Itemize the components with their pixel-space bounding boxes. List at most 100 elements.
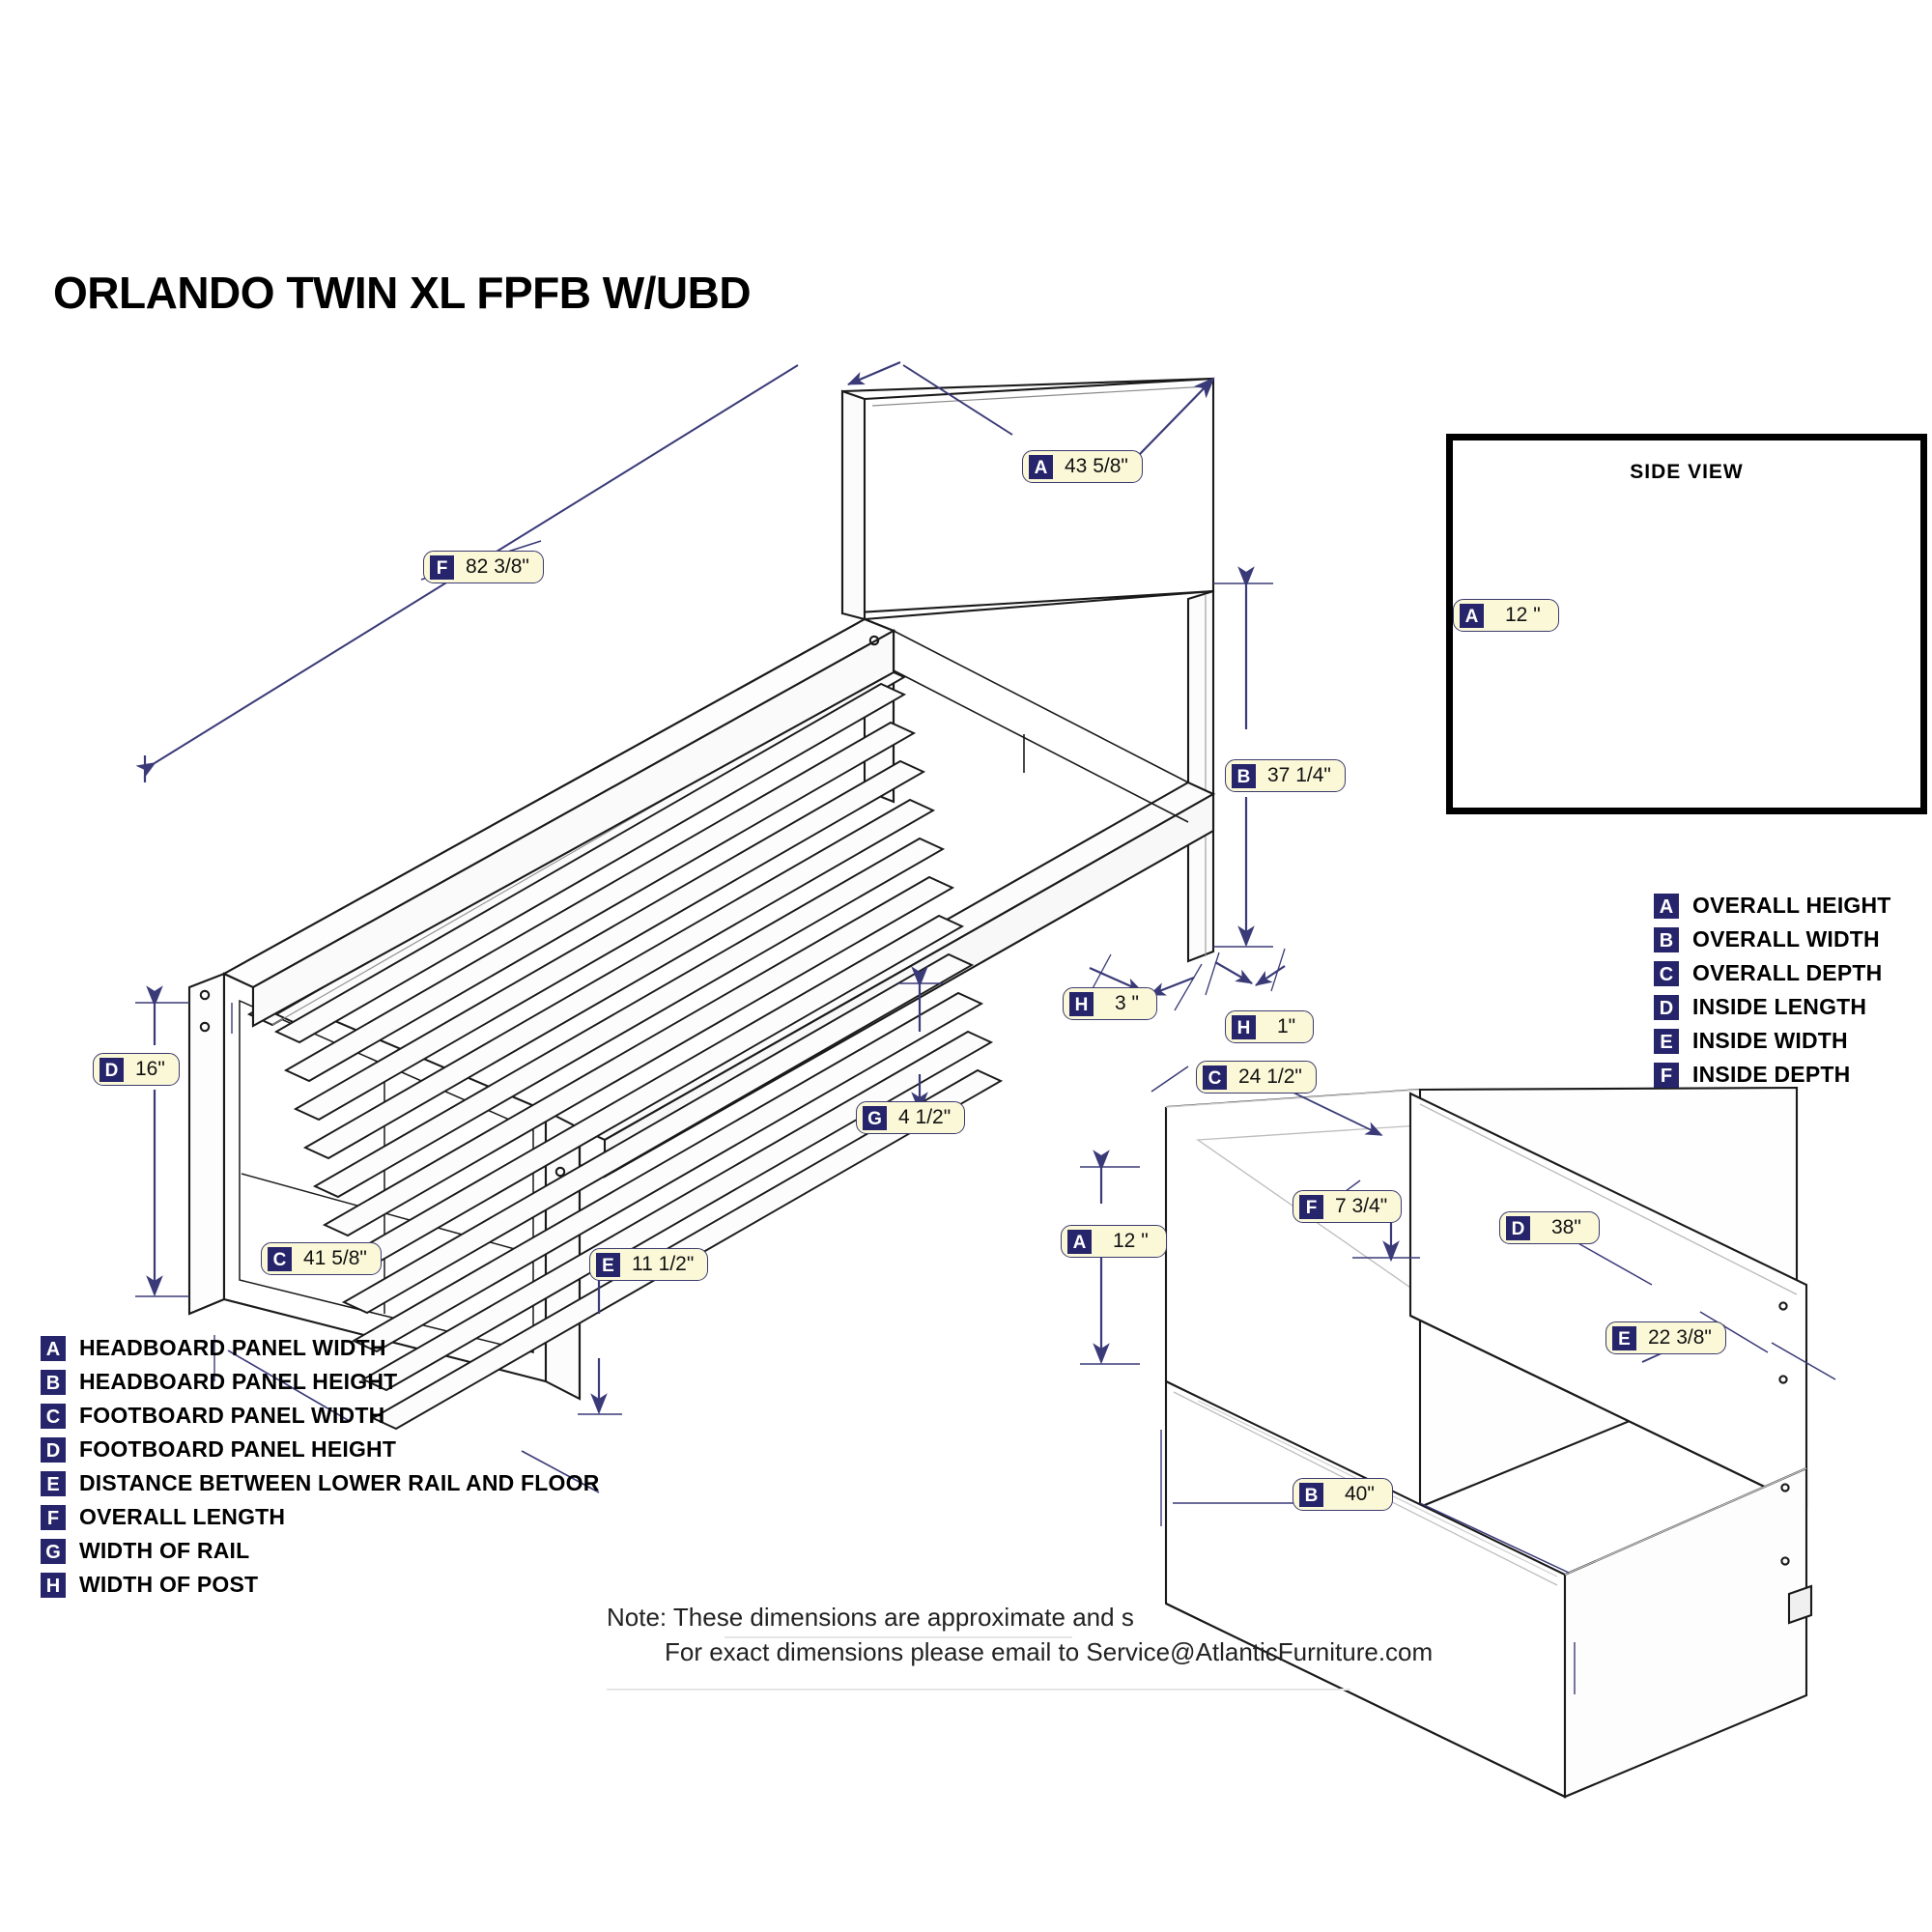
callout-bed-b: B 37 1/4" [1225,759,1346,792]
callout-side-a: A 12 " [1453,599,1559,632]
callout-value: 12 " [1113,1230,1149,1252]
callout-value: 37 1/4" [1267,764,1331,786]
legend-label: HEADBOARD PANEL WIDTH [79,1335,386,1360]
callout-badge-a: A [1067,1229,1092,1254]
callout-badge-b: B [1299,1482,1323,1507]
note-line-1: Note: These dimensions are approximate a… [607,1603,1134,1632]
callout-value: 22 3/8" [1648,1326,1712,1349]
legend-badge-c: C [1654,960,1679,986]
callout-badge-a: A [1029,454,1053,479]
callout-badge-e: E [1612,1325,1636,1350]
callout-value: 82 3/8" [466,555,529,578]
legend-label: INSIDE WIDTH [1692,1028,1848,1053]
legend-label: HEADBOARD PANEL HEIGHT [79,1369,398,1394]
callout-value: 16" [135,1058,165,1080]
legend-badge-e: E [41,1470,66,1496]
legend-right: A OVERALL HEIGHT B OVERALL WIDTH C OVERA… [1654,889,1891,1092]
callout-bed-h1: H 3 " [1063,987,1157,1020]
note-line-2: For exact dimensions please email to Ser… [665,1636,1434,1666]
legend-badge-b: B [1654,926,1679,952]
callout-value: 38" [1551,1216,1581,1238]
legend-row: D FOOTBOARD PANEL HEIGHT [41,1433,600,1466]
callout-value: 7 3/4" [1335,1195,1388,1217]
legend-label: INSIDE DEPTH [1692,1062,1851,1087]
callout-value: 12 " [1505,604,1541,626]
callout-badge-d: D [99,1057,124,1082]
legend-row: F INSIDE DEPTH [1654,1058,1891,1092]
legend-label: OVERALL DEPTH [1692,960,1883,985]
footer-note: Note: These dimensions are approximate a… [607,1601,1433,1670]
legend-label: OVERALL HEIGHT [1692,893,1891,918]
side-view-title: SIDE VIEW [1630,461,1744,483]
legend-badge-a: A [41,1335,66,1361]
callout-badge-d: D [1506,1215,1530,1240]
note-divider-top [724,1636,1072,1638]
callout-badge-f: F [430,554,454,580]
callout-bed-h2: H 1" [1225,1010,1315,1043]
callout-value: 4 1/2" [898,1106,952,1128]
legend-row: D INSIDE LENGTH [1654,990,1891,1024]
legend-label: OVERALL WIDTH [1692,926,1880,952]
page-title: ORLANDO TWIN XL FPFB W/UBD [53,268,752,318]
callout-bed-c: C 41 5/8" [261,1242,382,1275]
legend-badge-c: C [41,1403,66,1429]
callout-drawer-f: F 7 3/4" [1293,1190,1403,1223]
legend-row: C OVERALL DEPTH [1654,956,1891,990]
legend-badge-d: D [41,1436,66,1463]
callout-badge-b: B [1232,763,1256,788]
callout-bed-f: F 82 3/8" [423,551,544,583]
legend-label: WIDTH OF POST [79,1572,259,1597]
legend-badge-d: D [1654,994,1679,1020]
callout-drawer-d: D 38" [1499,1211,1600,1244]
note-divider-bottom [607,1689,1350,1690]
callout-bed-a: A 43 5/8" [1022,450,1143,483]
legend-label: INSIDE LENGTH [1692,994,1867,1019]
legend-row: C FOOTBOARD PANEL WIDTH [41,1399,600,1433]
callout-drawer-b: B 40" [1293,1478,1393,1511]
legend-row: E DISTANCE BETWEEN LOWER RAIL AND FLOOR [41,1466,600,1500]
legend-badge-a: A [1654,893,1679,919]
legend-badge-e: E [1654,1028,1679,1054]
legend-row: B HEADBOARD PANEL HEIGHT [41,1365,600,1399]
callout-drawer-e: E 22 3/8" [1605,1321,1726,1354]
legend-row: H WIDTH OF POST [41,1568,600,1602]
callout-badge-c: C [268,1246,292,1271]
legend-row: A HEADBOARD PANEL WIDTH [41,1331,600,1365]
callout-badge-h: H [1069,991,1094,1016]
legend-row: E INSIDE WIDTH [1654,1024,1891,1058]
legend-left: A HEADBOARD PANEL WIDTH B HEADBOARD PANE… [41,1331,600,1602]
callout-value: 11 1/2" [632,1253,695,1275]
callout-value: 1" [1277,1015,1296,1037]
callout-bed-d: D 16" [93,1053,180,1086]
legend-label: FOOTBOARD PANEL WIDTH [79,1403,385,1428]
callout-badge-c: C [1203,1065,1227,1090]
legend-row: F OVERALL LENGTH [41,1500,600,1534]
callout-badge-a: A [1460,603,1484,628]
callout-value: 3 " [1115,992,1139,1014]
legend-label: WIDTH OF RAIL [79,1538,250,1563]
callout-badge-f: F [1299,1194,1323,1219]
legend-badge-h: H [41,1572,66,1598]
callout-value: 43 5/8" [1065,455,1128,477]
callout-bed-g: G 4 1/2" [856,1101,966,1134]
legend-row: A OVERALL HEIGHT [1654,889,1891,923]
legend-badge-g: G [41,1538,66,1564]
legend-label: DISTANCE BETWEEN LOWER RAIL AND FLOOR [79,1470,600,1495]
callout-value: 40" [1345,1483,1375,1505]
callout-badge-e: E [596,1252,620,1277]
legend-badge-b: B [41,1369,66,1395]
legend-badge-f: F [1654,1062,1679,1088]
legend-label: FOOTBOARD PANEL HEIGHT [79,1436,397,1462]
callout-drawer-c: C 24 1/2" [1196,1061,1317,1094]
callout-drawer-a: A 12 " [1061,1225,1167,1258]
legend-row: B OVERALL WIDTH [1654,923,1891,956]
callout-badge-g: G [863,1105,887,1130]
callout-badge-h: H [1232,1014,1256,1039]
callout-value: 41 5/8" [303,1247,367,1269]
callout-value: 24 1/2" [1238,1065,1302,1088]
legend-row: G WIDTH OF RAIL [41,1534,600,1568]
legend-badge-f: F [41,1504,66,1530]
callout-bed-e: E 11 1/2" [589,1248,709,1281]
